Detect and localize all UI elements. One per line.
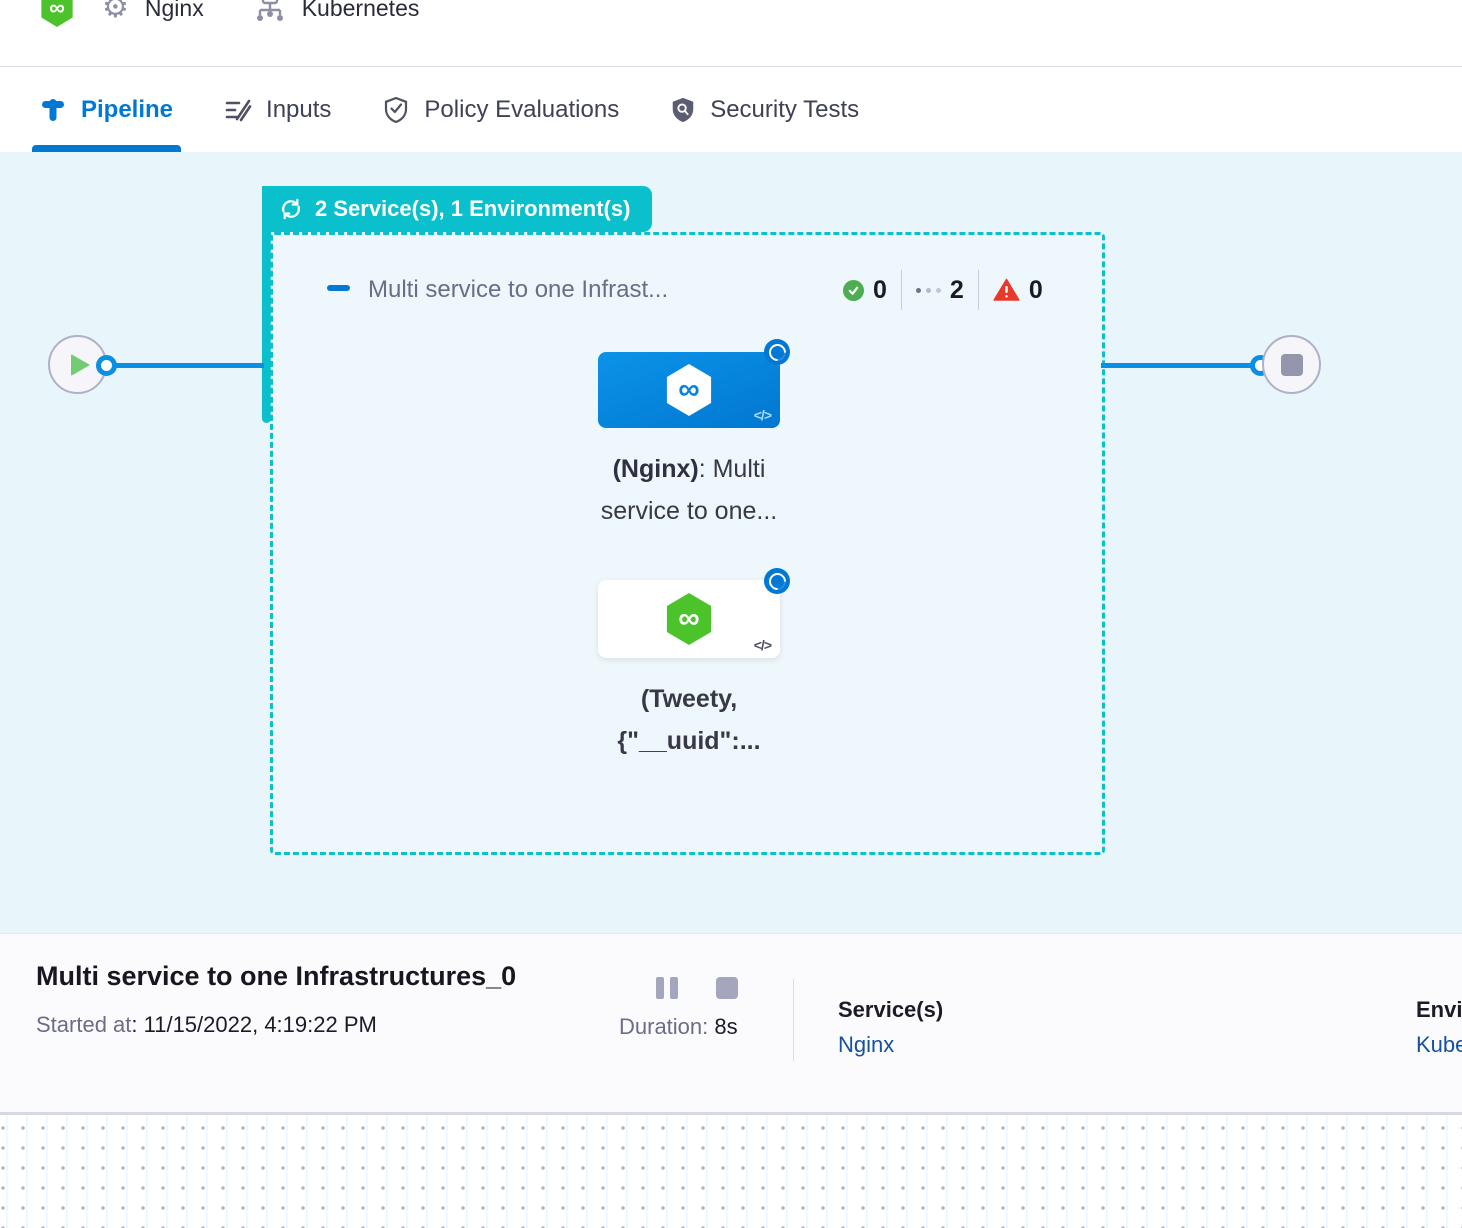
node-status-badge xyxy=(764,568,790,594)
node-status-badge xyxy=(764,339,790,365)
service-node-nginx[interactable]: ∞ </> xyxy=(598,352,780,428)
started-at-value: : 11/15/2022, 4:19:22 PM xyxy=(131,1012,377,1037)
running-icon xyxy=(915,287,941,293)
services-label: Service(s) xyxy=(838,997,944,1022)
duration-label: Duration: xyxy=(619,1014,709,1039)
tab-inputs-label: Inputs xyxy=(266,95,332,123)
tab-security-tests-label: Security Tests xyxy=(710,95,860,123)
stage-badge-label: 2 Service(s), 1 Environment(s) xyxy=(315,196,631,221)
service-link-nginx[interactable]: Nginx xyxy=(838,1032,895,1057)
log-grid-background xyxy=(0,1112,1462,1228)
connector-port xyxy=(96,355,117,376)
collapse-icon[interactable] xyxy=(327,285,350,291)
pipeline-end-node xyxy=(1262,335,1321,394)
duration: Duration: 8s xyxy=(619,1014,738,1040)
stage-status-counts: 0 2 0 xyxy=(843,270,1043,310)
divider xyxy=(977,270,979,310)
divider xyxy=(793,979,794,1061)
pipeline-canvas: 2 Service(s), 1 Environment(s) Multi ser… xyxy=(0,152,1462,933)
divider xyxy=(900,270,902,310)
code-icon: </> xyxy=(753,407,772,423)
failed-icon xyxy=(993,278,1020,302)
execution-title: Multi service to one Infrastructures_0 xyxy=(36,961,517,991)
tab-inputs[interactable]: Inputs xyxy=(223,67,331,152)
policy-evaluations-icon xyxy=(381,95,411,125)
duration-value: 8s xyxy=(714,1014,738,1039)
harness-service-icon: ∞ xyxy=(41,0,73,27)
loop-icon xyxy=(278,196,304,222)
started-at-label: Started at xyxy=(36,1012,132,1037)
tab-bar: Pipeline Inputs Policy Evaluations xyxy=(0,67,1462,152)
running-count: 2 xyxy=(949,275,964,304)
stage-group-container xyxy=(270,232,1105,855)
success-count: 0 xyxy=(873,275,887,304)
tab-security-tests[interactable]: Security Tests xyxy=(669,67,859,152)
node-label-nginx: (Nginx): Multi service to one... xyxy=(600,455,778,525)
inputs-icon xyxy=(223,95,253,125)
breadcrumb-environment-name: Kubernetes xyxy=(301,0,420,21)
environments-column: Environment(s) Kubernetes xyxy=(1416,992,1462,1062)
code-icon: </> xyxy=(753,637,772,653)
environment-link-kubernetes[interactable]: Kubernetes xyxy=(1416,1032,1462,1057)
connector-line xyxy=(1101,363,1253,368)
failed-count: 0 xyxy=(1028,275,1043,304)
service-node-tweety[interactable]: ∞ </> xyxy=(598,580,780,658)
breadcrumb: ∞ ⚙ Nginx Kubernetes xyxy=(0,0,1462,67)
services-column: Service(s) Nginx xyxy=(838,992,943,1062)
harness-node-icon: ∞ xyxy=(666,593,712,645)
pipeline-icon xyxy=(38,95,68,125)
environments-label: Environment(s) xyxy=(1416,997,1462,1022)
tab-policy-evaluations[interactable]: Policy Evaluations xyxy=(381,67,619,152)
stage-title: Multi service to one Infrast... xyxy=(368,276,669,303)
execution-summary-bar: Multi service to one Infrastructures_0 S… xyxy=(0,933,1462,1113)
gear-icon: ⚙ xyxy=(102,0,129,24)
tab-pipeline[interactable]: Pipeline xyxy=(31,67,182,152)
stop-icon xyxy=(1280,353,1303,376)
pause-button[interactable] xyxy=(656,977,678,999)
play-icon xyxy=(70,353,90,376)
stage-selection-strip xyxy=(262,186,271,423)
kubernetes-icon xyxy=(254,0,286,25)
harness-node-icon: ∞ xyxy=(666,364,712,416)
connector-line xyxy=(108,363,264,368)
stop-button[interactable] xyxy=(716,977,738,999)
node-label-tweety: (Tweety, {"__uuid":... xyxy=(617,685,761,755)
success-icon xyxy=(843,279,864,301)
tab-policy-evaluations-label: Policy Evaluations xyxy=(424,95,620,123)
tab-pipeline-label: Pipeline xyxy=(81,95,174,123)
security-tests-icon xyxy=(669,95,697,125)
started-at: Started at: 11/15/2022, 4:19:22 PM xyxy=(36,1012,377,1038)
stage-matrix-badge[interactable]: 2 Service(s), 1 Environment(s) xyxy=(262,186,653,232)
breadcrumb-service-name: Nginx xyxy=(144,0,204,21)
